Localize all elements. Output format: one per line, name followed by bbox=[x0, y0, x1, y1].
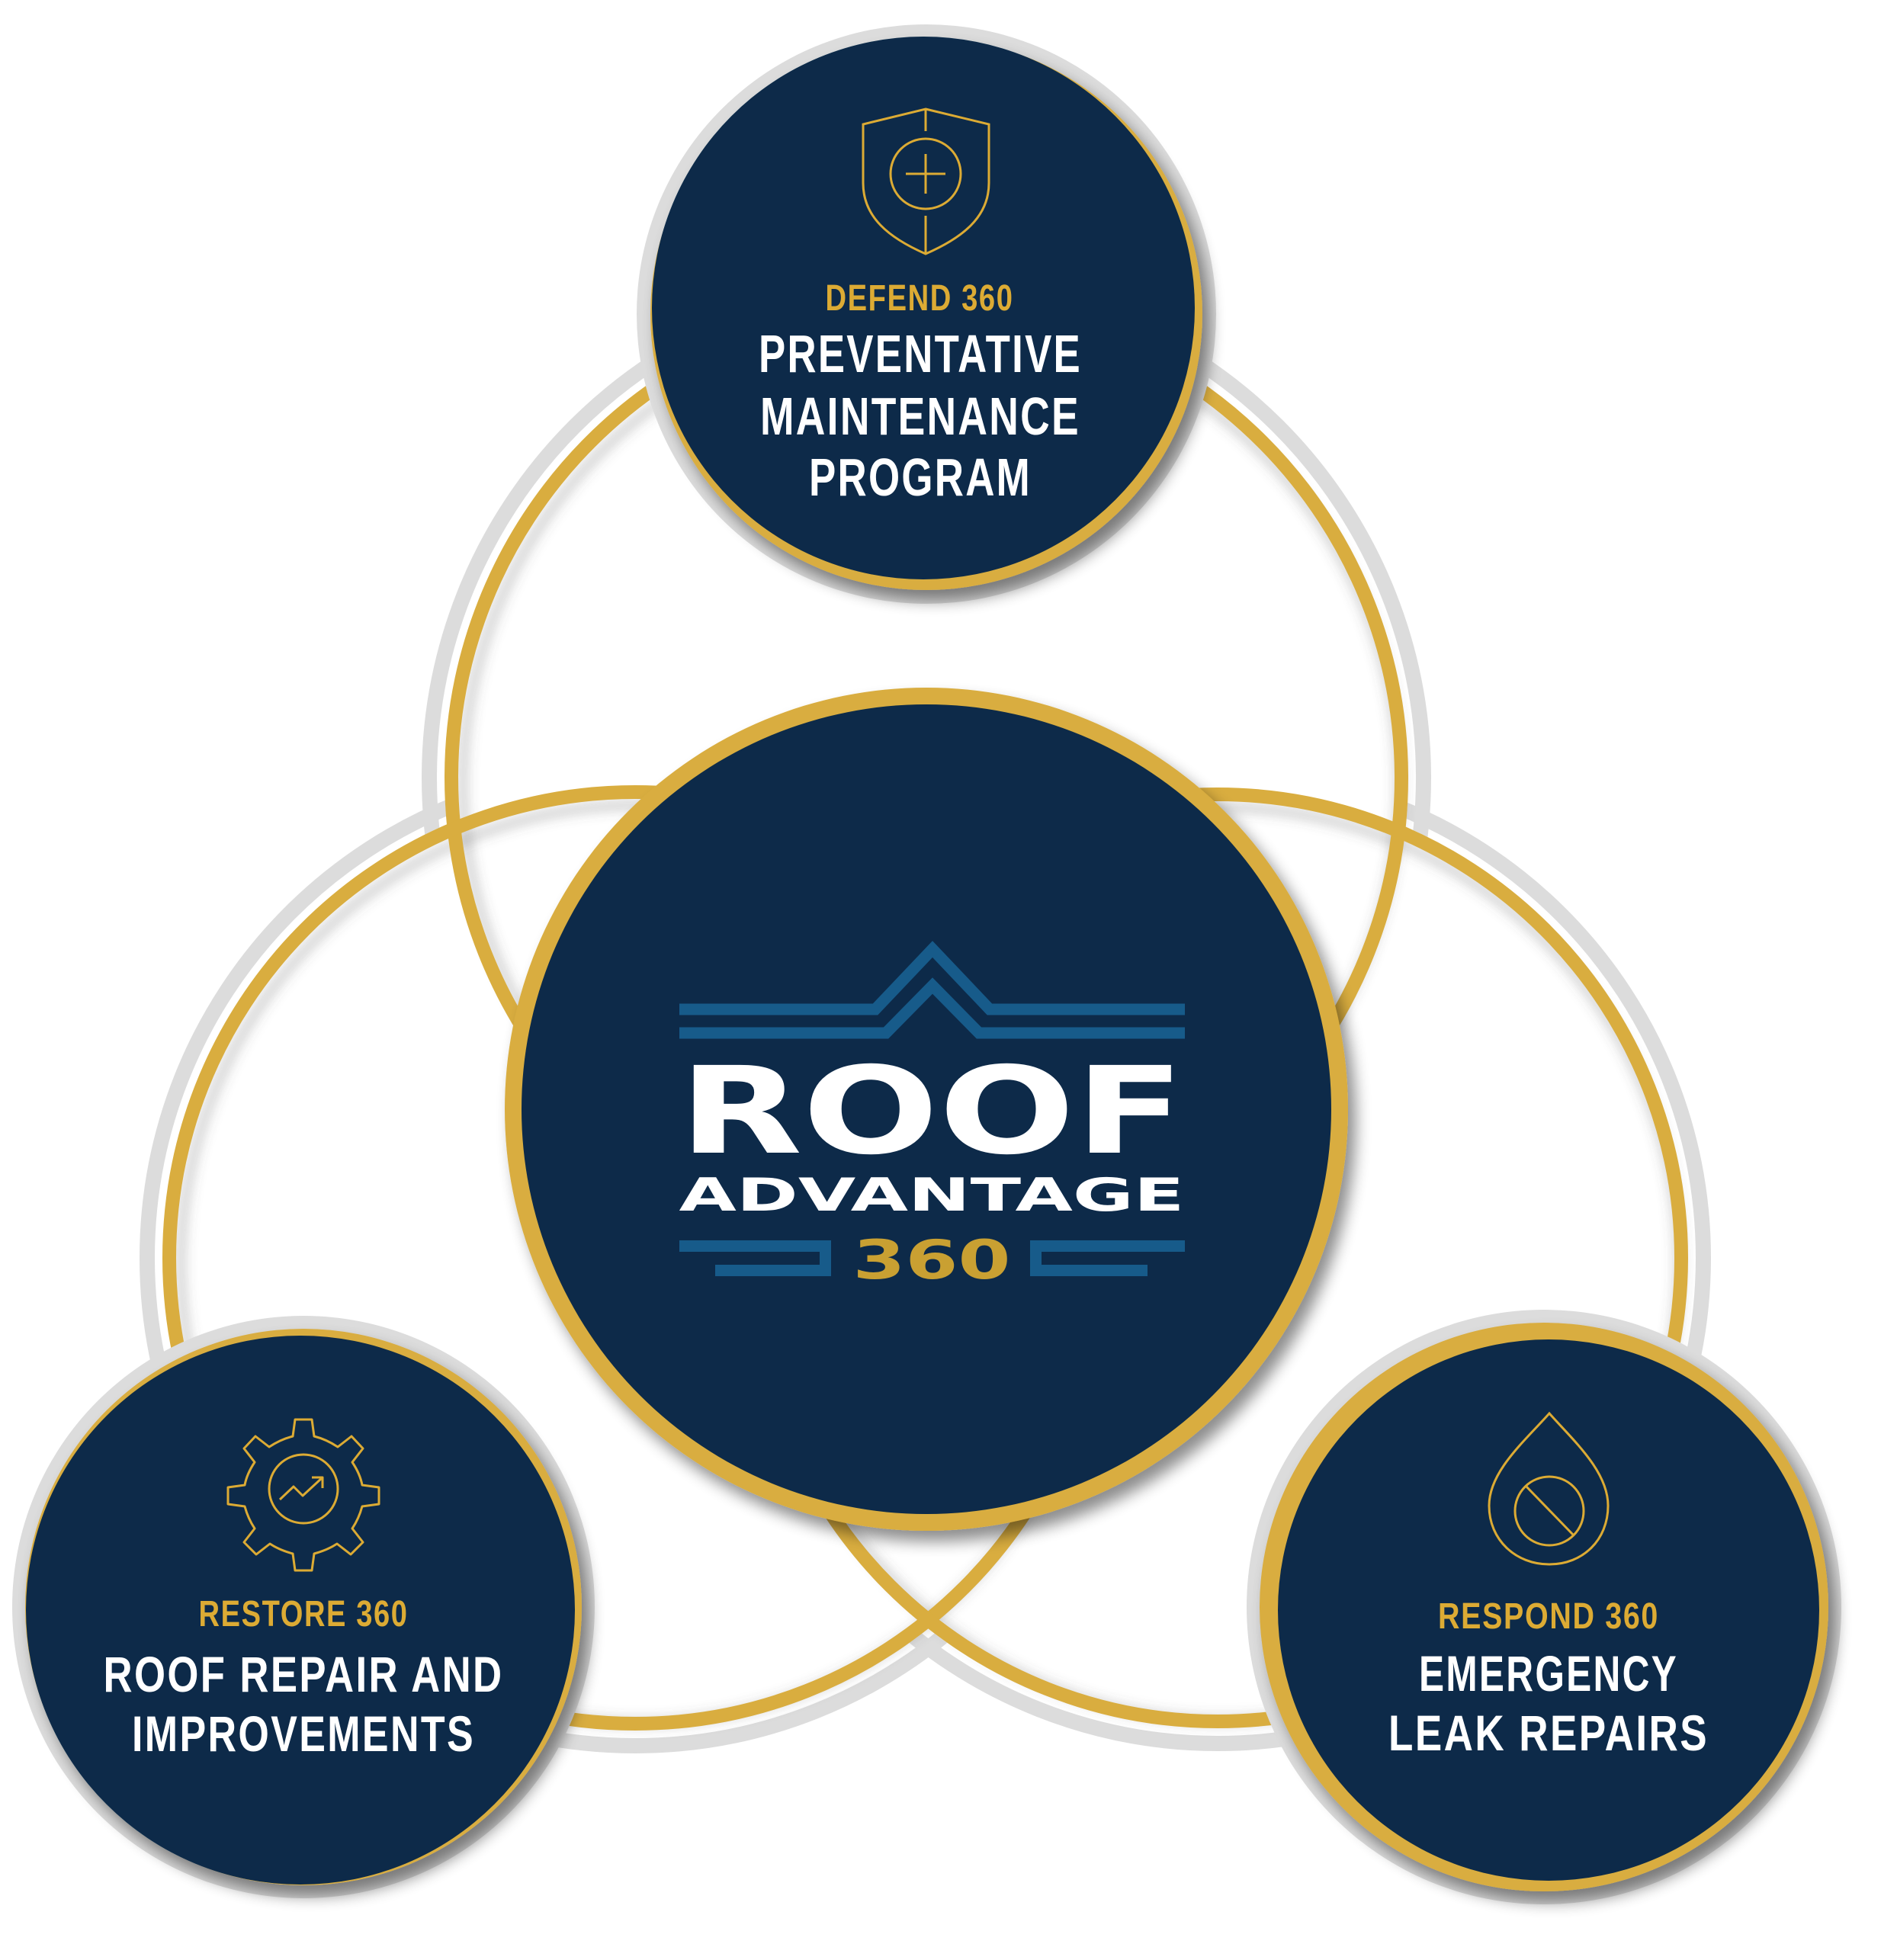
shield-plus-icon bbox=[862, 107, 990, 255]
node-defend-title-line1: PREVENTATIVE bbox=[759, 324, 1082, 383]
node-respond-title-line1: EMERGENCY bbox=[1419, 1645, 1678, 1702]
drop-no-icon bbox=[1488, 1411, 1610, 1566]
node-respond-title-line2: LEAK REPAIRS bbox=[1388, 1705, 1709, 1761]
roof-advantage-logo: ROOF ADVANTAGE 360 bbox=[679, 941, 1185, 1291]
node-defend[interactable]: DEFEND 360 PREVENTATIVE MAINTENANCE PROG… bbox=[637, 24, 1216, 604]
node-restore-title-line2: IMPROVEMENTS bbox=[132, 1705, 475, 1762]
logo-360: 360 bbox=[853, 1229, 1011, 1291]
node-restore-tag: RESTORE 360 bbox=[199, 1594, 409, 1634]
node-respond[interactable]: RESPOND 360 EMERGENCY LEAK REPAIRS bbox=[1247, 1310, 1841, 1904]
node-defend-title-line2: MAINTENANCE bbox=[760, 387, 1080, 446]
gear-trend-icon bbox=[226, 1418, 380, 1572]
node-restore-title-line1: ROOF REPAIR AND bbox=[104, 1646, 504, 1702]
node-defend-title-line3: PROGRAM bbox=[809, 447, 1032, 507]
roof-chevron-icon bbox=[679, 941, 1185, 1039]
node-respond-tag: RESPOND 360 bbox=[1438, 1596, 1659, 1637]
node-defend-tag: DEFEND 360 bbox=[826, 278, 1014, 319]
center-circle bbox=[505, 688, 1348, 1531]
logo-advantage: ADVANTAGE bbox=[679, 1169, 1185, 1222]
logo-brackets bbox=[679, 1240, 1185, 1276]
logo-roof: ROOF bbox=[679, 1041, 1185, 1182]
node-restore[interactable]: RESTORE 360 ROOF REPAIR AND IMPROVEMENTS bbox=[12, 1316, 595, 1898]
